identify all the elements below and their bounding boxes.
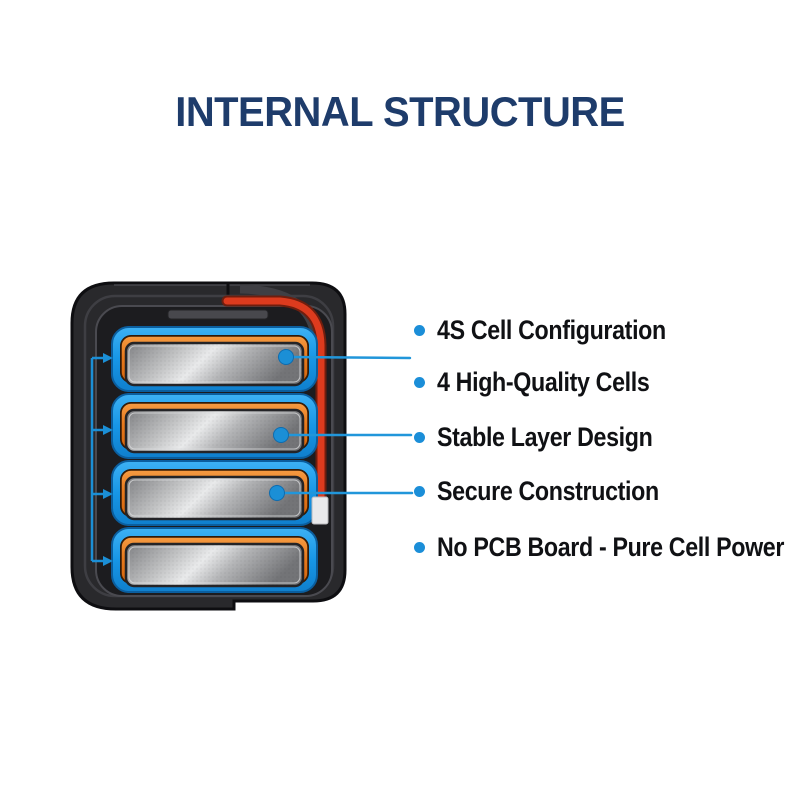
anchor-dot: [278, 349, 294, 365]
arrow-icon: [103, 489, 113, 499]
anchor-dot: [269, 485, 285, 501]
battery-cells: [111, 326, 318, 593]
bullet-icon: [414, 376, 425, 388]
arrow-icon: [103, 425, 113, 435]
bullet-icon: [414, 324, 425, 336]
top-spacer: [167, 309, 269, 320]
arrow-icon: [103, 353, 113, 363]
bullet-icon: [414, 485, 425, 497]
arrow-icon: [103, 556, 113, 566]
cell-2: [111, 393, 318, 459]
callout-secure-construction: Secure Construction: [414, 474, 695, 508]
bullet-icon: [414, 541, 425, 553]
page-title: INTERNAL STRUCTURE: [175, 88, 625, 135]
callout-label: 4S Cell Configuration: [437, 314, 666, 345]
callout-no-pcb: No PCB Board - Pure Cell Power: [414, 530, 800, 564]
callout-leaders: [269, 349, 414, 501]
cell-3: [111, 460, 318, 526]
bullet-icon: [414, 431, 425, 443]
callout-high-quality-cells: 4 High-Quality Cells: [414, 365, 684, 399]
series-bracket: [90, 353, 113, 566]
callout-label: Stable Layer Design: [437, 421, 653, 452]
wire-connector-tab: [311, 496, 329, 525]
red-wire: [221, 284, 327, 503]
cell-1: [111, 326, 318, 392]
cell-4: [111, 527, 318, 593]
callout-label: Secure Construction: [437, 475, 659, 506]
anchor-dot: [273, 427, 289, 443]
callout-label: 4 High-Quality Cells: [437, 366, 650, 397]
callout-label: No PCB Board - Pure Cell Power: [437, 531, 785, 562]
callout-4s-configuration: 4S Cell Configuration: [414, 313, 703, 347]
callout-stable-layer: Stable Layer Design: [414, 420, 688, 454]
